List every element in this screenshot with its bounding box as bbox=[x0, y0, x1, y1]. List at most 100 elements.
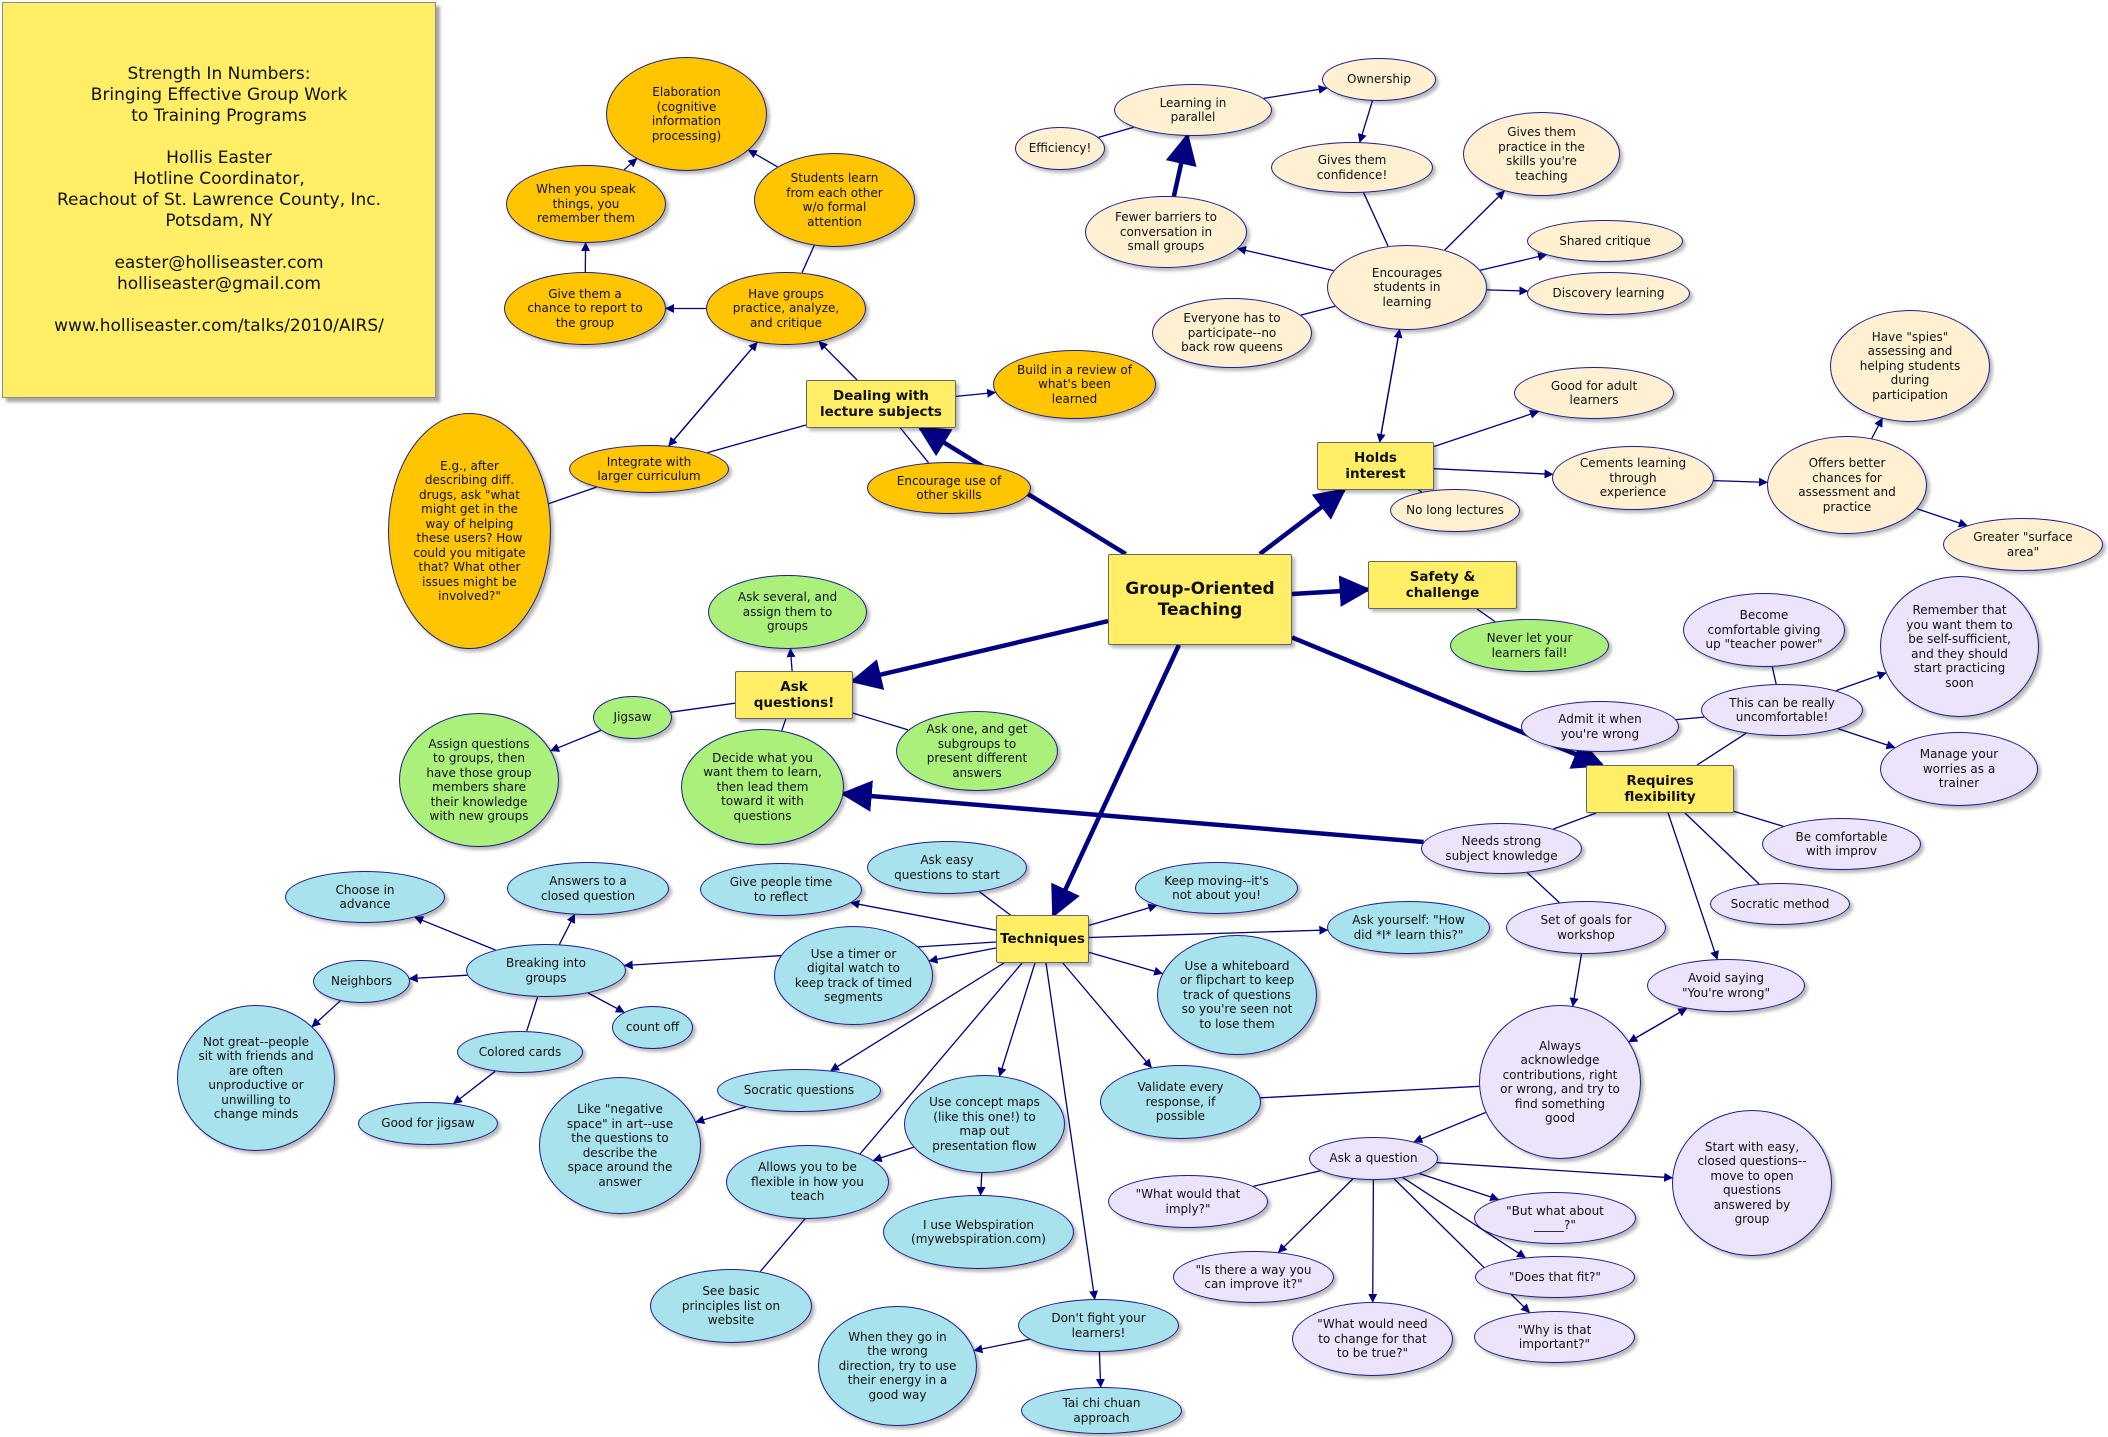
node-become-comfortable[interactable]: Become comfortable giving up "teacher po… bbox=[1683, 593, 1845, 667]
node-ownership[interactable]: Ownership bbox=[1322, 58, 1436, 101]
connector-needs-to-goals bbox=[1526, 872, 1560, 903]
node-validate-every-response[interactable]: Validate every response, if possible bbox=[1100, 1065, 1261, 1139]
node-always-acknowledge[interactable]: Always acknowledge contributions, right … bbox=[1479, 1005, 1641, 1159]
connector-integrate-to-practice bbox=[668, 341, 758, 447]
node-what-would-need-to-change[interactable]: "What would need to change for that to b… bbox=[1292, 1302, 1453, 1376]
node-give-them-chance-to-report[interactable]: Give them a chance to report to the grou… bbox=[504, 272, 666, 345]
node-not-great-friends[interactable]: Not great--people sit with friends and a… bbox=[177, 1005, 335, 1151]
connector-conceptmaps-to-webspiration bbox=[976, 1172, 986, 1196]
node-offers-better-chances[interactable]: Offers better chances for assessment and… bbox=[1767, 436, 1927, 534]
node-admit-when-wrong[interactable]: Admit it when you're wrong bbox=[1521, 701, 1679, 752]
connector-flex-to-needs bbox=[1553, 812, 1597, 830]
connector-uncomfortable-to-become bbox=[1771, 666, 1777, 685]
node-does-that-fit[interactable]: "Does that fit?" bbox=[1475, 1256, 1635, 1298]
node-give-time-to-reflect[interactable]: Give people time to reflect bbox=[700, 863, 862, 916]
node-neighbors[interactable]: Neighbors bbox=[313, 960, 410, 1003]
node-why-is-that-important[interactable]: "Why is that important?" bbox=[1474, 1311, 1635, 1363]
node-use-a-whiteboard[interactable]: Use a whiteboard or flipchart to keep tr… bbox=[1157, 935, 1317, 1055]
node-discovery-learning[interactable]: Discovery learning bbox=[1527, 272, 1690, 315]
node-efficiency[interactable]: Efficiency! bbox=[1015, 127, 1105, 170]
node-everyone-participates[interactable]: Everyone has to participate--no back row… bbox=[1152, 298, 1312, 368]
node-requires-flexibility[interactable]: Requires flexibility bbox=[1586, 765, 1734, 813]
node-see-basic-principles[interactable]: See basic principles list on website bbox=[650, 1269, 812, 1343]
node-have-spies[interactable]: Have "spies" assessing and helping stude… bbox=[1830, 310, 1990, 422]
node-encourage-other-skills[interactable]: Encourage use of other skills bbox=[867, 462, 1031, 514]
connector-center-to-holds bbox=[1258, 488, 1347, 556]
node-cements-learning[interactable]: Cements learning through experience bbox=[1552, 446, 1714, 510]
node-but-what-about[interactable]: "But what about _____?" bbox=[1474, 1192, 1636, 1244]
node-what-would-that-imply[interactable]: "What would that imply?" bbox=[1108, 1175, 1268, 1228]
node-example-drugs-question[interactable]: E.g., after describing diff. drugs, ask … bbox=[388, 413, 551, 649]
node-i-use-webspiration[interactable]: I use Webspiration (mywebspiration.com) bbox=[883, 1195, 1074, 1269]
node-use-concept-maps[interactable]: Use concept maps (like this one!) to map… bbox=[904, 1075, 1065, 1173]
node-needs-subject-knowledge[interactable]: Needs strong subject knowledge bbox=[1421, 823, 1582, 874]
node-dont-fight-your-learners[interactable]: Don't fight your learners! bbox=[1018, 1299, 1179, 1352]
node-avoid-saying-youre-wrong[interactable]: Avoid saying "You're wrong" bbox=[1647, 959, 1805, 1012]
node-uncomfortable[interactable]: This can be really uncomfortable! bbox=[1701, 684, 1863, 736]
node-choose-in-advance[interactable]: Choose in advance bbox=[285, 871, 445, 923]
node-ask-a-question[interactable]: Ask a question bbox=[1309, 1137, 1438, 1180]
connector-uncomfortable-to-admit bbox=[1676, 716, 1705, 721]
node-like-negative-space[interactable]: Like "negative space" in art--use the qu… bbox=[539, 1077, 701, 1214]
node-greater-surface-area[interactable]: Greater "surface area" bbox=[1943, 518, 2103, 571]
connector-breaking-to-countoff bbox=[587, 992, 625, 1013]
node-manage-worries[interactable]: Manage your worries as a trainer bbox=[1880, 732, 2038, 806]
connector-uncomfortable-to-worries bbox=[1837, 728, 1896, 750]
node-start-with-easy-questions[interactable]: Start with easy, closed questions-- move… bbox=[1672, 1110, 1832, 1256]
node-answers-to-closed-question[interactable]: Answers to a closed question bbox=[507, 862, 669, 915]
node-never-let-learners-fail[interactable]: Never let your learners fail! bbox=[1450, 619, 1609, 672]
node-allows-flexibility[interactable]: Allows you to be flexible in how you tea… bbox=[726, 1145, 889, 1219]
node-use-a-timer[interactable]: Use a timer or digital watch to keep tra… bbox=[774, 926, 933, 1025]
node-socratic-method[interactable]: Socratic method bbox=[1710, 883, 1850, 925]
node-learning-in-parallel[interactable]: Learning in parallel bbox=[1114, 84, 1272, 136]
node-assign-questions-to-groups[interactable]: Assign questions to groups, then have th… bbox=[399, 713, 559, 847]
connector-askaq-to-imply bbox=[1253, 1170, 1321, 1187]
node-count-off[interactable]: count off bbox=[612, 1006, 693, 1049]
node-elaboration[interactable]: Elaboration (cognitive information proce… bbox=[606, 57, 767, 171]
email-2: holliseaster@gmail.com bbox=[117, 273, 321, 294]
node-decide-what-to-learn[interactable]: Decide what you want them to learn, then… bbox=[681, 729, 844, 845]
node-ask-questions[interactable]: Ask questions! bbox=[735, 671, 853, 719]
connector-dontfight-to-taichi bbox=[1095, 1351, 1105, 1388]
node-keep-moving[interactable]: Keep moving--it's not about you! bbox=[1135, 862, 1298, 914]
node-techniques[interactable]: Techniques bbox=[996, 915, 1089, 963]
node-dealing-with-lecture-subjects[interactable]: Dealing with lecture subjects bbox=[806, 380, 956, 428]
node-students-learn[interactable]: Students learn from each other w/o forma… bbox=[754, 153, 915, 247]
connector-dontfight-to-wrongdir bbox=[973, 1338, 1030, 1354]
node-jigsaw[interactable]: Jigsaw bbox=[593, 696, 672, 739]
node-socratic-questions[interactable]: Socratic questions bbox=[717, 1069, 881, 1112]
node-ask-easy-questions[interactable]: Ask easy questions to start bbox=[867, 841, 1027, 894]
node-group-oriented-teaching[interactable]: Group-Oriented Teaching bbox=[1108, 554, 1292, 645]
talk-url[interactable]: www.holliseaster.com/talks/2010/AIRS/ bbox=[54, 315, 384, 336]
node-remember-self-sufficient[interactable]: Remember that you want them to be self-s… bbox=[1880, 576, 2039, 717]
node-good-for-jigsaw[interactable]: Good for jigsaw bbox=[358, 1102, 498, 1145]
node-comfortable-with-improv[interactable]: Be comfortable with improv bbox=[1762, 818, 1921, 870]
connector-avoid-to-always bbox=[1628, 1007, 1687, 1043]
node-breaking-into-groups[interactable]: Breaking into groups bbox=[466, 944, 626, 997]
node-encourages-students[interactable]: Encourages students in learning bbox=[1327, 245, 1487, 330]
node-integrate-with-curriculum[interactable]: Integrate with larger curriculum bbox=[569, 445, 729, 493]
connector-askaq-to-whatneed bbox=[1368, 1179, 1378, 1303]
node-colored-cards[interactable]: Colored cards bbox=[457, 1031, 583, 1073]
connector-flex-to-socratic bbox=[1684, 812, 1760, 885]
node-shared-critique[interactable]: Shared critique bbox=[1527, 220, 1683, 262]
node-ask-several[interactable]: Ask several, and assign them to groups bbox=[708, 575, 867, 649]
node-ask-one[interactable]: Ask one, and get subgroups to present di… bbox=[896, 711, 1058, 791]
node-safety-and-challenge[interactable]: Safety & challenge bbox=[1368, 561, 1517, 609]
node-when-you-speak[interactable]: When you speak things, you remember them bbox=[506, 165, 666, 243]
node-fewer-barriers[interactable]: Fewer barriers to conversation in small … bbox=[1085, 196, 1247, 268]
node-gives-confidence[interactable]: Gives them confidence! bbox=[1271, 142, 1433, 193]
node-have-groups-practice[interactable]: Have groups practice, analyze, and criti… bbox=[706, 272, 866, 345]
node-no-long-lectures[interactable]: No long lectures bbox=[1390, 489, 1520, 532]
node-is-there-a-way[interactable]: "Is there a way you can improve it?" bbox=[1173, 1251, 1334, 1303]
node-wrong-direction[interactable]: When they go in the wrong direction, try… bbox=[818, 1306, 977, 1426]
connector-always-to-validate bbox=[1260, 1085, 1480, 1099]
node-holds-interest[interactable]: Holds interest bbox=[1317, 442, 1434, 490]
node-set-of-goals[interactable]: Set of goals for workshop bbox=[1506, 901, 1666, 954]
node-gives-practice-in-skills[interactable]: Gives them practice in the skills you're… bbox=[1463, 112, 1620, 196]
node-tai-chi-chuan[interactable]: Tai chi chuan approach bbox=[1021, 1387, 1182, 1434]
node-good-for-adult-learners[interactable]: Good for adult learners bbox=[1514, 367, 1674, 419]
node-build-in-review[interactable]: Build in a review of what's been learned bbox=[993, 350, 1156, 419]
node-ask-yourself[interactable]: Ask yourself: "How did *I* learn this?" bbox=[1327, 901, 1490, 954]
